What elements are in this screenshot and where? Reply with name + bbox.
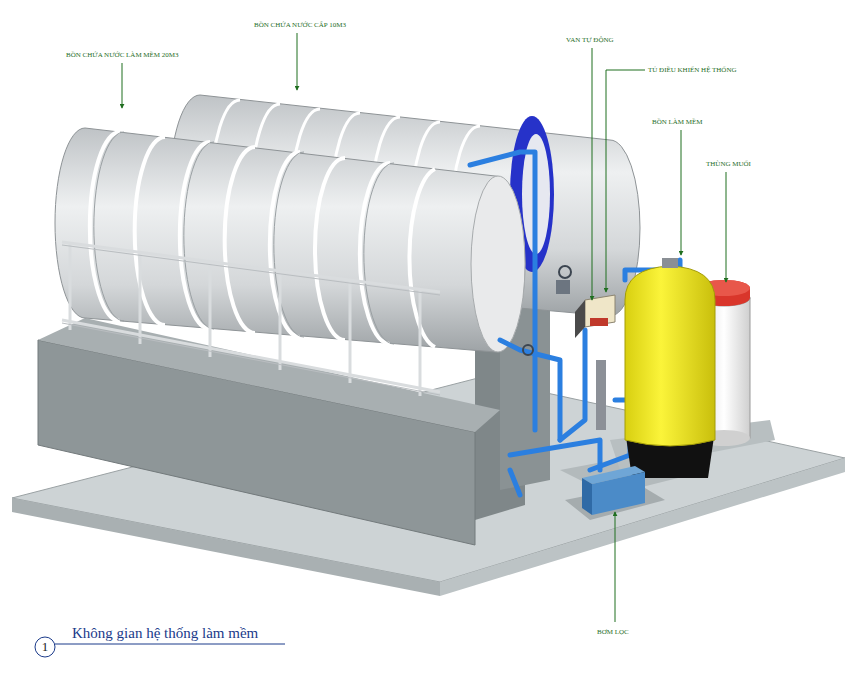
callout-label: BỒN LÀM MỀM <box>652 118 703 127</box>
callout-label: VAN TỰ ĐỘNG <box>566 36 614 45</box>
callout-label: BƠM LỌC <box>597 628 629 637</box>
callout-label: BỒN CHỨA NƯỚC CẤP 10M3 <box>254 21 346 30</box>
callout-number: 1 <box>35 640 55 654</box>
callout-label: TỦ ĐIỀU KHIỂN HỆ THỐNG <box>648 66 737 75</box>
callout-label: BỒN CHỨA NƯỚC LÀM MỀM 20M3 <box>66 51 179 60</box>
figure-caption: Không gian hệ thống làm mềm <box>72 624 258 642</box>
callout-label: THÙNG MUỐI <box>706 160 751 169</box>
